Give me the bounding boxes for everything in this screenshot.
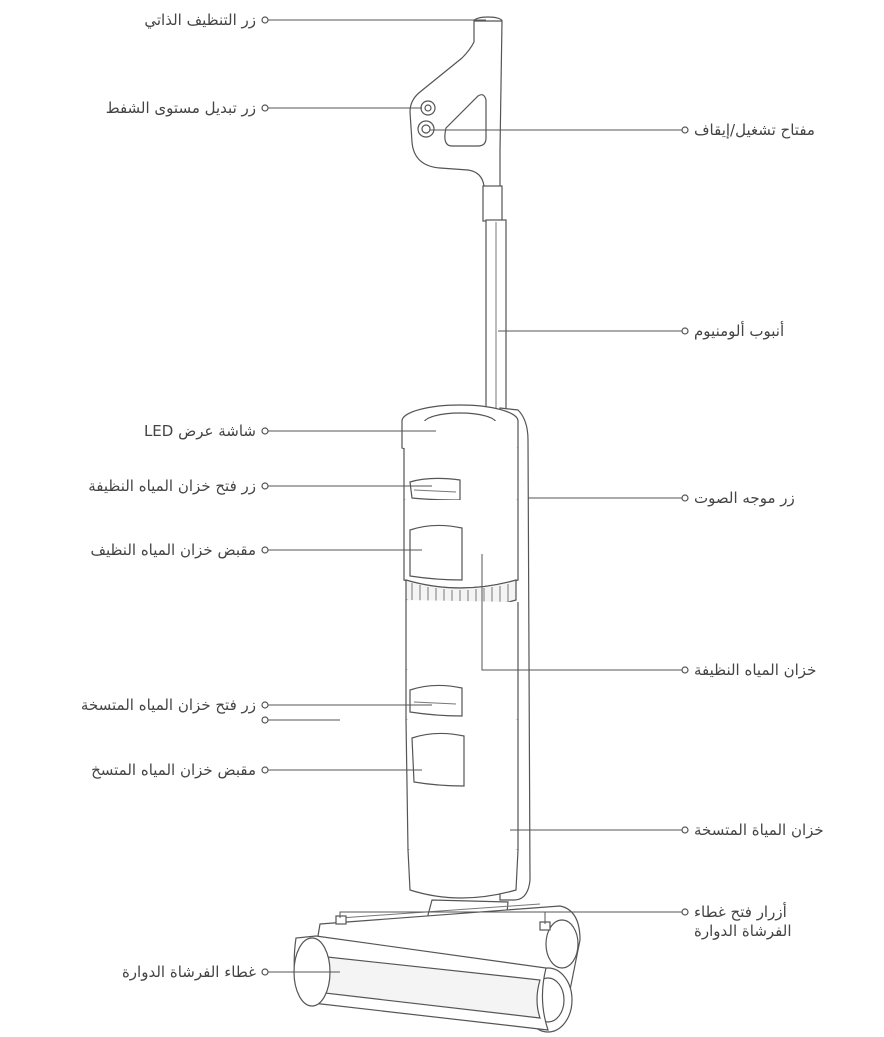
- label-led-display: شاشة عرض LED: [143, 422, 256, 440]
- label-brush-cover: غطاء الفرشاة الدوارة: [121, 963, 256, 981]
- leader-lines: [261, 16, 486, 774]
- label-power-switch: مفتاح تشغيل/إيقاف: [694, 121, 815, 139]
- body-illustration: [401, 404, 531, 901]
- label-dirty-water-tank: خزان المياة المتسخة: [694, 821, 824, 839]
- label-clean-tank-release: زر فتح خزان المياه النظيفة: [88, 477, 256, 495]
- label-clean-water-tank: خزان المياه النظيفة: [694, 661, 817, 679]
- aluminum-tube-illustration: [485, 219, 507, 411]
- label-dirty-tank-release: زر فتح خزان المياه المتسخة: [80, 696, 256, 714]
- label-dirty-tank-handle: مقبض خزان المياه المتسخ: [91, 761, 256, 779]
- floor-head-illustration: [293, 899, 581, 1033]
- label-brush-cover-buttons-line2: الفرشاة الدوارة: [694, 922, 792, 940]
- label-suction-switch-button: زر تبديل مستوى الشفط: [105, 99, 256, 117]
- handle-illustration: [409, 16, 503, 222]
- brush-cover-pointer: [261, 716, 340, 724]
- label-voice-button: زر موجه الصوت: [694, 489, 795, 507]
- label-aluminum-tube: أنبوب ألومنيوم: [694, 322, 785, 340]
- label-brush-cover-buttons-line1: أزرار فتح غطاء: [694, 903, 787, 921]
- label-self-clean-button: زر التنظيف الذاتي: [144, 11, 256, 29]
- leader-lines-right: [339, 126, 689, 924]
- label-clean-tank-handle: مقبض خزان المياه النظيف: [90, 541, 256, 559]
